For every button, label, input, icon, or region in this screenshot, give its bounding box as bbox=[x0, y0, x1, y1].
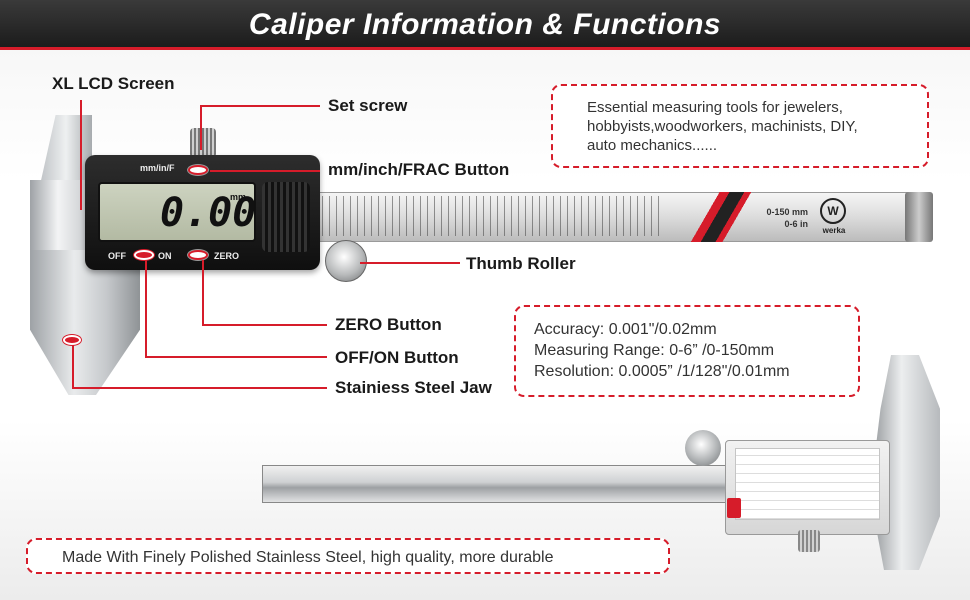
spec-resolution: Resolution: 0.0005” /1/128"/0.01mm bbox=[534, 363, 790, 380]
set-screw[interactable] bbox=[190, 128, 216, 158]
usage-line: auto mechanics...... bbox=[587, 137, 718, 154]
spec-measuring-range: Measuring Range: 0-6” /0-150mm bbox=[534, 342, 775, 359]
back-red-marker bbox=[727, 498, 741, 518]
callout-line-thumb-roller bbox=[360, 262, 460, 264]
callout-line-set-screw-h bbox=[200, 105, 320, 107]
back-battery-screw bbox=[798, 530, 820, 552]
callout-line-onoff-v bbox=[145, 260, 147, 357]
label-zero-button: ZERO Button bbox=[335, 315, 442, 334]
title-banner bbox=[0, 0, 970, 50]
label-thumb-roller: Thumb Roller bbox=[466, 254, 576, 273]
beam-stripe-decoration bbox=[690, 192, 760, 242]
callout-line-zero-v bbox=[202, 260, 204, 325]
jaw-marker bbox=[63, 335, 81, 345]
callout-line-set-screw-v bbox=[200, 105, 202, 150]
callout-line-onoff-h bbox=[145, 356, 327, 358]
callout-line-zero-h bbox=[202, 324, 327, 326]
label-lcd-screen: XL LCD Screen bbox=[52, 74, 175, 93]
range-in-text: 0-6 in bbox=[784, 219, 808, 229]
beam-end-cap bbox=[905, 192, 933, 242]
off-label: OFF bbox=[108, 251, 126, 261]
callout-line-jaw-v bbox=[72, 340, 74, 388]
zero-label: ZERO bbox=[214, 251, 240, 261]
label-stainless-jaw: Stainiess Steel Jaw bbox=[335, 378, 492, 397]
usage-line: hobbyists,woodworkers, machinists, DIY, bbox=[587, 118, 858, 135]
mode-button-label: mm/in/F bbox=[140, 163, 175, 173]
mode-button[interactable] bbox=[188, 165, 208, 175]
head-grip bbox=[262, 182, 310, 252]
zero-button[interactable] bbox=[188, 250, 208, 260]
callout-line-mode bbox=[210, 170, 320, 172]
lower-jaw bbox=[30, 250, 140, 395]
back-thumb-roller bbox=[685, 430, 721, 466]
callout-line-jaw-h bbox=[72, 387, 327, 389]
on-off-button[interactable] bbox=[134, 250, 154, 260]
callout-line-lcd bbox=[80, 100, 82, 210]
thumb-roller[interactable] bbox=[325, 240, 367, 282]
brand-logo-icon: W bbox=[820, 198, 846, 224]
specs-box: Accuracy: 0.001"/0.02mm Measuring Range:… bbox=[514, 305, 860, 397]
page-title: Caliper Information & Functions bbox=[248, 8, 722, 41]
bottom-feature-banner: Made With Finely Polished Stainless Stee… bbox=[26, 538, 670, 574]
brand-name: werka bbox=[822, 226, 846, 235]
on-label: ON bbox=[158, 251, 172, 261]
lcd-reading: 0.00 bbox=[160, 190, 257, 236]
lcd-screen bbox=[98, 182, 256, 242]
back-caliper-rail bbox=[262, 465, 742, 503]
label-on-off-button: OFF/ON Button bbox=[335, 348, 459, 367]
bottom-feature-text: Made With Finely Polished Stainless Stee… bbox=[62, 549, 554, 566]
spec-accuracy: Accuracy: 0.001"/0.02mm bbox=[534, 321, 717, 338]
label-set-screw: Set screw bbox=[328, 96, 408, 115]
usage-info-box: Essential measuring tools for jewelers, … bbox=[551, 84, 929, 168]
range-mm-text: 0-150 mm bbox=[766, 207, 808, 217]
beam-scale bbox=[315, 196, 665, 236]
back-conversion-label bbox=[735, 448, 880, 520]
usage-line: Essential measuring tools for jewelers, bbox=[587, 99, 843, 116]
beam-range-label: 0-150 mm 0-6 in bbox=[758, 206, 808, 230]
lcd-unit: mm bbox=[230, 192, 247, 202]
label-mode-button: mm/inch/FRAC Button bbox=[328, 160, 510, 179]
